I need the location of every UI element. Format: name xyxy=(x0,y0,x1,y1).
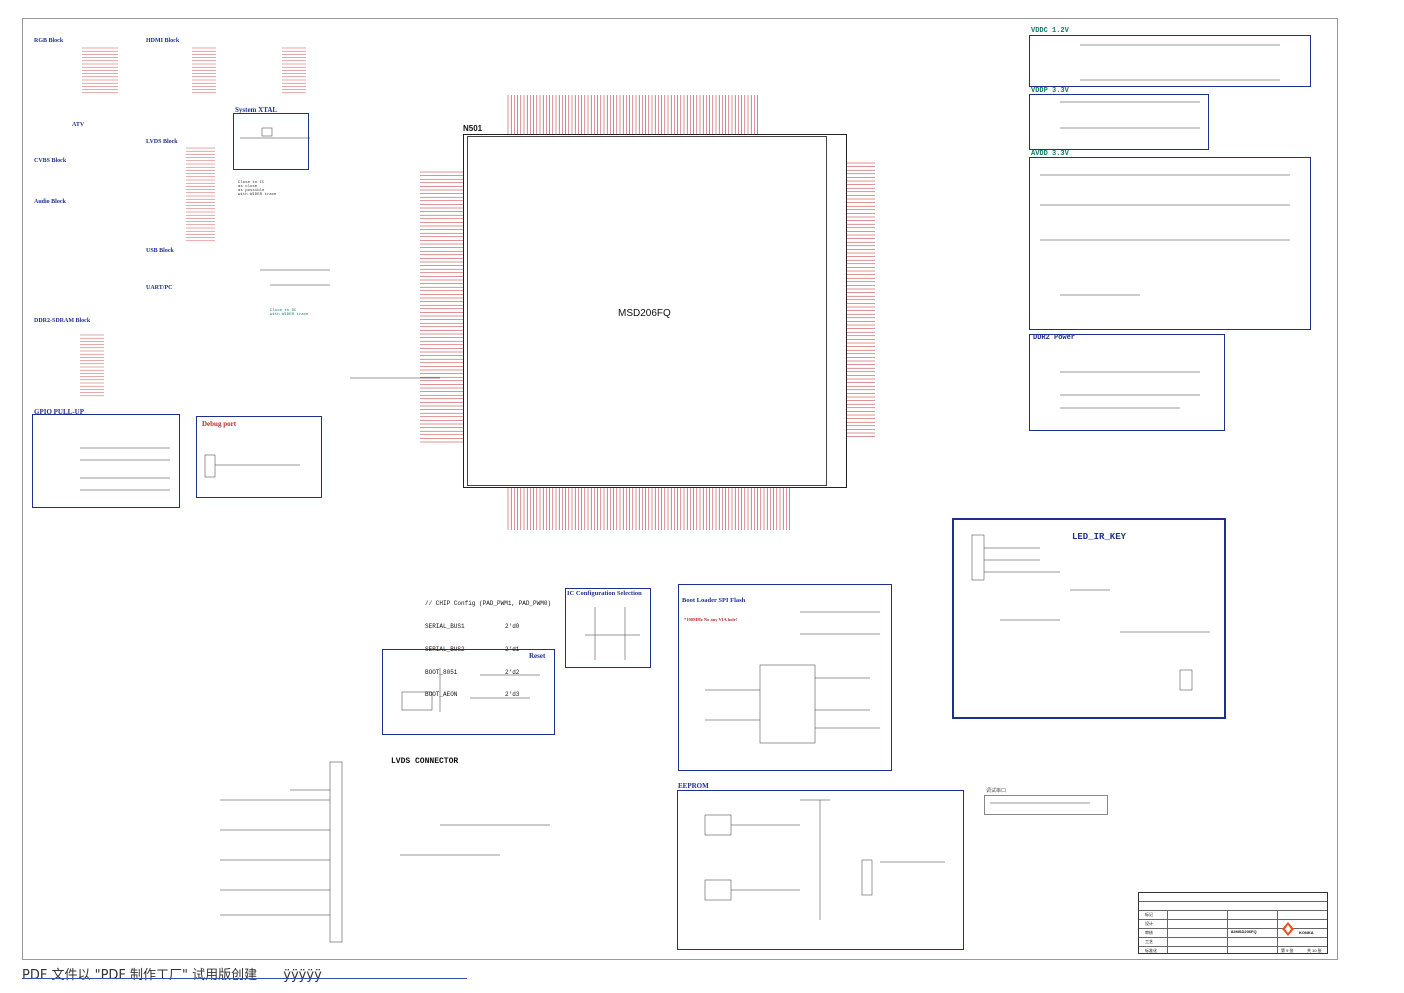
avdd-box xyxy=(1029,157,1311,330)
uart-block-title: UART/PC xyxy=(146,285,173,291)
config-row: SERIAL_BUS2 2'd1 xyxy=(425,646,551,654)
config-name: SERIAL_BUS1 xyxy=(425,622,465,630)
company-name: KONKA xyxy=(1299,930,1314,935)
tb-row-label: 标准化 xyxy=(1145,948,1157,953)
config-row: SERIAL_BUS1 2'd0 xyxy=(425,623,551,631)
main-ic-outline xyxy=(463,134,847,488)
reset-box xyxy=(382,649,555,735)
config-value: 2'd2 xyxy=(505,668,520,676)
eeprom-box xyxy=(677,790,964,950)
hdmi-block-title: HDMI Block xyxy=(146,38,180,44)
config-name: SERIAL_BUS2 xyxy=(425,645,465,653)
debug-serial-box xyxy=(984,795,1108,815)
drawing-frame xyxy=(22,18,1338,960)
system-xtal-title: System XTAL xyxy=(235,106,278,114)
sheet-total: 共 10 张 xyxy=(1307,948,1322,953)
config-name: BOOT_8051 xyxy=(425,668,458,676)
avdd-title: AVDD 3.3V xyxy=(1031,150,1069,158)
debug-serial-title: 调试串口 xyxy=(986,789,1007,794)
led-ir-key-box xyxy=(952,518,1226,719)
tb-row-label: 标记 xyxy=(1145,912,1153,917)
ddr2-sdram-title: DDR2-SDRAM Block xyxy=(34,318,91,324)
ic-config-box xyxy=(565,588,651,668)
boot-spi-note: *100MHz No any VIA hole! xyxy=(684,617,738,622)
tb-row-label: 设计 xyxy=(1145,921,1153,926)
debug-port-box xyxy=(196,416,322,498)
config-value: 2'd3 xyxy=(505,691,520,699)
cvbs-block-title: CVBS Block xyxy=(34,158,67,164)
config-row: BOOT_8051 2'd2 xyxy=(425,669,551,677)
usb-block-title: USB Block xyxy=(146,248,174,254)
vddc-title: VDDC 1.2V xyxy=(1031,27,1069,35)
config-header: // CHIP Config (PAD_PWM1, PAD_PWM0) xyxy=(425,600,552,608)
title-block: 标记 设计 审核 工艺 标准化 82MSD206FQ 第 9 张 共 10 张 … xyxy=(1138,892,1328,954)
system-xtal-box xyxy=(233,113,309,170)
rgb-block-title: RGB Block xyxy=(34,38,64,44)
close-to-ic-note: Close to IC as close as possible with WI… xyxy=(238,181,277,197)
chip-part-number: MSD206FQ xyxy=(618,308,671,319)
tb-row-label: 工艺 xyxy=(1145,939,1153,944)
main-ic-body xyxy=(467,136,827,486)
config-name: BOOT_AEON xyxy=(425,691,458,699)
chip-config-table: // CHIP Config (PAD_PWM1, PAD_PWM0) SERI… xyxy=(425,585,551,714)
lvds-block-title: LVDS Block xyxy=(146,139,178,145)
tb-row-label: 审核 xyxy=(1145,930,1153,935)
eeprom-title: EEPROM xyxy=(678,782,709,790)
boot-spi-box xyxy=(678,584,892,771)
ddr2-power-box xyxy=(1029,334,1225,431)
reset-title: Reset xyxy=(529,652,546,660)
config-value: 2'd0 xyxy=(505,622,520,630)
vddp-box xyxy=(1029,94,1209,150)
gpio-pullup-box xyxy=(32,414,180,508)
pdf-footer: PDF 文件以 "PDF 制作工厂" 试用版创建 ÿÿÿÿÿ xyxy=(22,964,322,983)
ddr2-power-title: DDR2 Power xyxy=(1033,334,1076,342)
config-value: 2'd1 xyxy=(505,645,520,653)
footer-underline xyxy=(22,978,467,979)
ic-config-title: IC Configuration Selection xyxy=(567,590,642,597)
pdf-footer-text: PDF 文件以 "PDF 制作工厂" 试用版创建 xyxy=(22,968,258,983)
konka-logo-icon xyxy=(1282,922,1294,936)
drawing-number: 82MSD206FQ xyxy=(1231,929,1257,934)
close-to-dc-note: Close to DC with WIDER trace xyxy=(270,309,309,317)
gpio-pullup-title: GPIO PULL-UP xyxy=(34,408,84,416)
atv-title: ATV xyxy=(72,122,85,128)
vddp-title: VDDP 3.3V xyxy=(1031,87,1069,95)
led-ir-key-title: LED_IR_KEY xyxy=(1072,532,1127,542)
sheet-number: 第 9 张 xyxy=(1281,948,1294,953)
lvds-connector-title: LVDS CONNECTOR xyxy=(391,757,459,766)
chip-refdes: N501 xyxy=(463,124,483,133)
vddc-box xyxy=(1029,35,1311,87)
pdf-footer-suffix: ÿÿÿÿÿ xyxy=(283,968,322,983)
config-row: BOOT_AEON 2'd3 xyxy=(425,691,551,699)
debug-port-title: Debug port xyxy=(202,420,237,428)
boot-spi-title: Boot Loader SPI Flash xyxy=(682,597,746,604)
audio-block-title: Audio Block xyxy=(34,199,66,205)
